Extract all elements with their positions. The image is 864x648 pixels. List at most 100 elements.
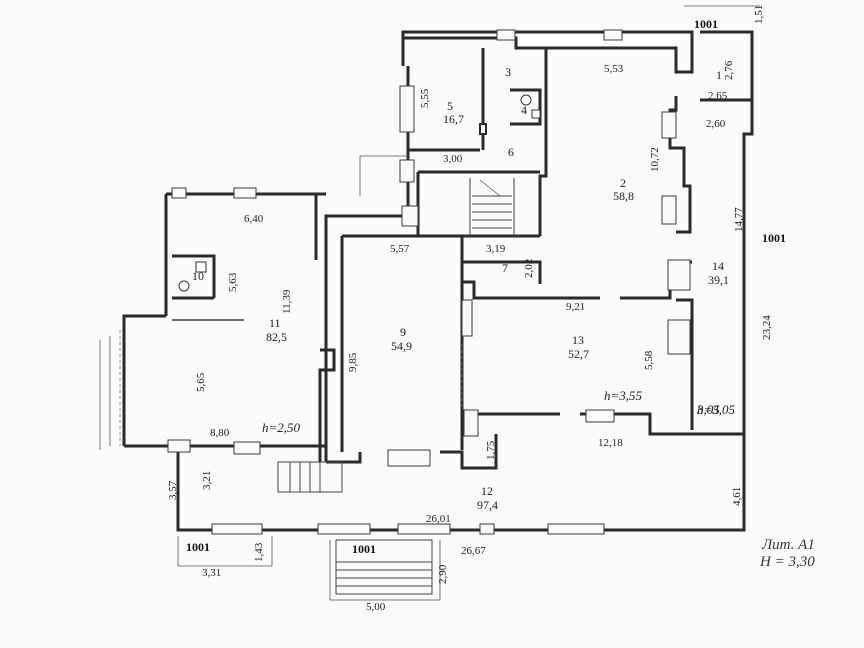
room-13-area: 52,7 bbox=[568, 347, 589, 361]
height-room14-label: h=3,05 bbox=[697, 402, 736, 417]
room-7-number: 7 bbox=[502, 261, 508, 275]
wall-room7 bbox=[462, 260, 692, 300]
fixtures bbox=[178, 94, 541, 292]
window bbox=[211, 523, 263, 535]
height-room13: h=3,55 bbox=[604, 388, 643, 403]
room-labels: 1 2 58,8 3 4 5 16,7 6 7 9 54,9 10 11 82,… bbox=[192, 65, 729, 512]
window bbox=[387, 449, 431, 467]
window bbox=[171, 187, 187, 199]
room-2-number: 2 bbox=[620, 176, 626, 190]
dim-room14-top: 2,60 bbox=[706, 118, 726, 130]
room-14-number: 14 bbox=[712, 259, 724, 273]
door-marks: 1001 1001 1001 1001 bbox=[186, 17, 786, 556]
dim-room12-east: 4,61 bbox=[731, 487, 743, 506]
room-11-number: 11 bbox=[269, 316, 281, 330]
wall-east bbox=[742, 100, 754, 436]
wall-room13-east bbox=[676, 298, 694, 430]
room-1-number: 1 bbox=[716, 68, 722, 82]
wall-top-block bbox=[401, 30, 694, 74]
wall-room2-east bbox=[668, 96, 692, 234]
lit-block: Лит. А1 Н = 3,30 bbox=[759, 537, 815, 570]
toilet-icon bbox=[520, 94, 532, 106]
window bbox=[317, 523, 371, 535]
door-mark-south: 1001 bbox=[352, 542, 376, 556]
dim-room11-height: 11,39 bbox=[281, 289, 293, 314]
window bbox=[496, 29, 516, 41]
aux-lines bbox=[99, 5, 760, 601]
window bbox=[461, 299, 473, 337]
room-5-area: 16,7 bbox=[443, 112, 464, 126]
dim-room2-width: 5,53 bbox=[604, 63, 624, 75]
dim-east-wall: 23,24 bbox=[761, 315, 773, 340]
dim-room9-step: 1,75 bbox=[485, 440, 497, 460]
window bbox=[479, 523, 495, 535]
dim-room2-height: 10,72 bbox=[649, 147, 661, 172]
dim-room1-top: 1,51 bbox=[753, 5, 765, 24]
dim-room7-width: 3,19 bbox=[486, 243, 506, 255]
dimension-labels: 5,53 2,76 2,65 1,51 5,55 3,00 10,72 2,60… bbox=[167, 5, 773, 613]
sink-icon bbox=[195, 261, 207, 273]
dim-room10-height: 5,63 bbox=[227, 272, 239, 292]
dim-room1-width: 2,65 bbox=[708, 90, 728, 102]
dim-entrance-left-width: 3,31 bbox=[202, 567, 221, 579]
pier bbox=[479, 123, 487, 135]
dim-room11-lower: 5,65 bbox=[195, 372, 207, 392]
wall-room11 bbox=[122, 192, 336, 462]
wall-room9 bbox=[340, 234, 464, 452]
room-6-number: 6 bbox=[508, 145, 514, 159]
window bbox=[661, 111, 677, 139]
window bbox=[667, 319, 691, 355]
window bbox=[661, 195, 677, 225]
lit-designation: Лит. А1 bbox=[761, 537, 815, 553]
dim-room9-top: 5,57 bbox=[390, 243, 410, 255]
room-14-area: 39,1 bbox=[708, 273, 729, 287]
dim-entrance-depth: 2,90 bbox=[437, 564, 449, 584]
window bbox=[603, 29, 623, 41]
dim-room13-bottom: 12,18 bbox=[598, 437, 623, 449]
dim-room12-west: 3,21 bbox=[201, 471, 213, 490]
window bbox=[463, 409, 479, 437]
wall-room1 bbox=[700, 30, 754, 102]
dim-room12-west-outer: 3,57 bbox=[167, 480, 179, 500]
dim-entrance-left-depth: 1,43 bbox=[253, 542, 265, 562]
height-room11: h=2,50 bbox=[262, 420, 301, 435]
room-5-number: 5 bbox=[447, 99, 453, 113]
wall-room10 bbox=[172, 254, 216, 300]
dim-room12-inner: 26,01 bbox=[426, 513, 451, 525]
room-12-number: 12 bbox=[481, 484, 493, 498]
entrance-stairs bbox=[335, 539, 433, 595]
room-10-number: 10 bbox=[192, 269, 204, 283]
dim-room12-outer: 26,67 bbox=[461, 545, 486, 557]
dim-room7-height: 2,02 bbox=[523, 259, 535, 278]
toilet-icon bbox=[178, 280, 190, 292]
room-12-area: 97,4 bbox=[477, 498, 498, 512]
window bbox=[233, 441, 261, 455]
openings bbox=[167, 29, 691, 535]
window bbox=[167, 439, 191, 453]
dim-room13-top: 9,21 bbox=[566, 301, 585, 313]
walls bbox=[122, 30, 754, 532]
window bbox=[399, 85, 415, 133]
room-13-number: 13 bbox=[572, 333, 584, 347]
window bbox=[547, 523, 605, 535]
wall-room12 bbox=[176, 436, 746, 532]
room-11-area: 82,5 bbox=[266, 330, 287, 344]
room-3-number: 3 bbox=[505, 65, 511, 79]
dim-room11-bottom: 8,80 bbox=[210, 427, 230, 439]
window bbox=[667, 259, 691, 291]
window bbox=[401, 205, 419, 227]
dim-room9-height: 9,85 bbox=[347, 352, 359, 372]
door-mark-top: 1001 bbox=[694, 17, 718, 31]
height-room14: 3,05 bbox=[696, 402, 720, 417]
window bbox=[585, 409, 615, 423]
dim-room1-height: 2,76 bbox=[723, 60, 735, 80]
dim-room13-height: 5,58 bbox=[643, 350, 655, 370]
room-4-number: 4 bbox=[521, 103, 527, 117]
room-9-number: 9 bbox=[400, 325, 406, 339]
window bbox=[397, 523, 451, 535]
dim-entrance-width: 5,00 bbox=[366, 601, 386, 613]
room-2-area: 58,8 bbox=[613, 189, 634, 203]
dim-room11-top: 6,40 bbox=[244, 213, 264, 225]
